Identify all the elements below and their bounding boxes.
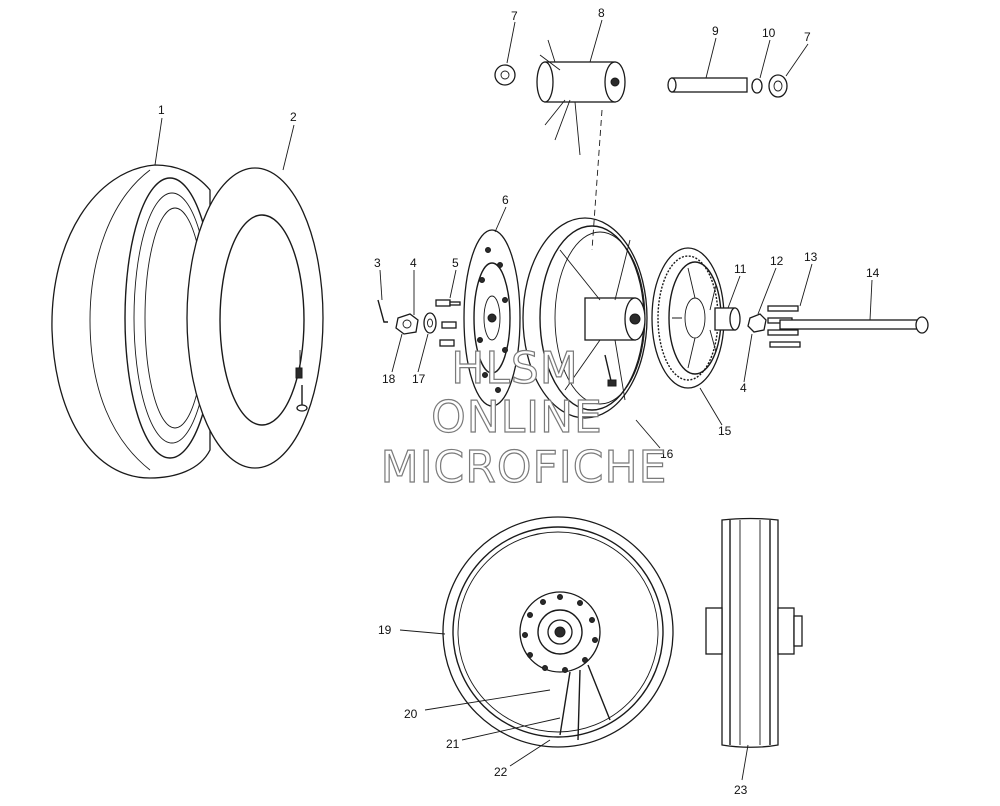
callout-13: 13 <box>804 250 818 264</box>
front-wheel-side <box>705 517 803 748</box>
callout-6: 6 <box>502 193 509 207</box>
callout-15: 15 <box>718 424 732 438</box>
callout-5: 5 <box>452 256 459 270</box>
callout-1: 1 <box>158 103 165 117</box>
callout-8: 8 <box>598 6 605 20</box>
callout-3: 3 <box>374 256 381 270</box>
callout-7-left: 7 <box>511 9 518 23</box>
callout-labels: 1 2 3 4 5 6 7 8 9 10 7 11 12 13 14 15 16… <box>158 6 880 797</box>
watermark-line-1: HLSM <box>451 343 579 394</box>
callout-4-left: 4 <box>410 256 417 270</box>
drive-pulley <box>651 247 741 389</box>
callout-4-right: 4 <box>740 381 747 395</box>
rear-wheel <box>522 217 648 419</box>
front-wheel-face <box>442 516 674 748</box>
axle <box>779 316 929 334</box>
watermark-line-2: ONLINE <box>431 392 603 443</box>
callout-10: 10 <box>762 26 776 40</box>
callout-21: 21 <box>446 737 460 751</box>
callout-17: 17 <box>412 372 426 386</box>
callout-16: 16 <box>660 447 674 461</box>
brake-disc <box>463 229 521 407</box>
watermark: HLSM ONLINE MICROFICHE <box>380 342 668 493</box>
callout-22: 22 <box>494 765 508 779</box>
watermark-line-3: MICROFICHE <box>381 442 668 493</box>
callout-11: 11 <box>734 262 747 276</box>
callout-2: 2 <box>290 110 297 124</box>
callout-7-right: 7 <box>804 30 811 44</box>
callout-19: 19 <box>378 623 392 637</box>
callout-14: 14 <box>866 266 880 280</box>
left-axle-hardware <box>377 299 461 347</box>
inner-tube <box>186 167 324 469</box>
hub-assembly <box>494 39 788 156</box>
leader-lines <box>154 19 873 781</box>
callout-9: 9 <box>712 24 719 38</box>
callout-18: 18 <box>382 372 396 386</box>
callout-12: 12 <box>770 254 784 268</box>
callout-20: 20 <box>404 707 418 721</box>
callout-23: 23 <box>734 783 748 797</box>
